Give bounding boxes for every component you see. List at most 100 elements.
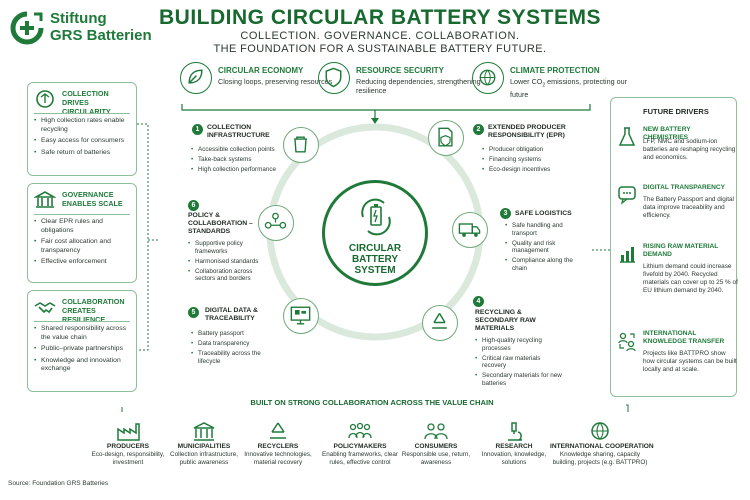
logo-text: Stiftung GRS Batterien [50,10,152,44]
stakeholder-desc: Responsible use, return, awareness [401,451,471,466]
box-title: GOVERNANCE ENABLES SCALE [62,190,123,208]
document-shield-icon [428,120,464,156]
list-item: Easy access for consumers [34,137,134,146]
battery-cycle-icon [361,198,391,236]
list-item: Quality and risk management [505,240,577,255]
divider [34,321,130,322]
box-collaboration: COLLABORATION CREATES RESILIENCE Shared … [27,290,137,392]
driver-item: INTERNATIONAL KNOWLEDGE TRANSFER Project… [617,330,737,390]
list-item: Knowledge and innovation exchange [34,357,134,374]
step-list: Supportive policy frameworks Harmonised … [188,240,266,285]
step-list: Safe handling and transport Quality and … [505,222,577,275]
bottom-title: BUILT ON STRONG COLLABORATION ACROSS THE… [118,398,626,407]
list-item: Traceability across the lifecycle [191,350,281,365]
microscope-icon [508,422,522,441]
driver-text: LFP, NMC and sodium-ion batteries are re… [643,138,736,161]
box-list: High collection rates enable recycling E… [34,117,134,160]
handshake-icon [34,302,56,314]
pillar-text: Closing loops, preserving resources [218,77,333,86]
stakeholder-consumers: CONSUMERS Responsible use, return, aware… [396,420,476,467]
stakeholder-producers: PRODUCERS Eco-design, responsibility, in… [88,420,168,467]
subtitle-line2: THE FOUNDATION FOR A SUSTAINABLE BATTERY… [213,43,547,55]
recycle-icon [36,90,54,108]
shield-icon [318,62,350,94]
list-item: Battery passport [191,330,281,338]
pillar-text: Lower CO2 emissions, protecting our futu… [510,77,635,99]
box-list: Shared responsibility across the value c… [34,325,134,377]
step-list: Producer obligation Financing systems Ec… [482,146,572,176]
box-list: Clear EPR rules and obligations Fair cos… [34,218,134,270]
pillar-circular-economy: CIRCULAR ECONOMY Closing loops, preservi… [180,62,340,100]
list-item: High collection performance [191,166,281,174]
stakeholder-desc: Collection infrastructure, public awaren… [170,451,238,466]
list-item: Fair cost allocation and transparency [34,238,134,255]
step-number: 2 [473,124,484,135]
stakeholder-name: RECYCLERS [257,443,299,450]
list-item: Safe handling and transport [505,222,577,237]
list-item: Supportive policy frameworks [188,240,266,255]
pillar-climate-protection: CLIMATE PROTECTION Lower CO2 emissions, … [472,62,632,100]
stakeholder-name: PRODUCERS [106,443,150,450]
stakeholder-desc: Innovative technologies, material recove… [244,451,312,466]
stakeholder-municipalities: MUNICIPALITIES Collection infrastructure… [164,420,244,467]
stakeholder-desc: Innovation, knowledge, solutions [481,451,547,466]
stakeholder-recyclers: RECYCLERS Innovative technologies, mater… [238,420,318,467]
driver-item: RISING RAW MATERIAL DEMAND Lithium deman… [617,243,738,323]
subtitle-line1: COLLECTION. GOVERNANCE. COLLABORATION. [240,30,520,42]
leaf-icon [180,62,212,94]
stakeholder-name: INTERNATIONAL COOPERATION [550,443,654,450]
truck-icon [452,212,488,248]
box-title: COLLABORATION CREATES RESILIENCE [62,297,125,324]
bar-chart-icon [620,247,635,263]
pillar-text-pre: Lower CO [510,77,543,86]
step-title: COLLECTION INFRASTRUCTURE [207,124,270,140]
pillar-resource-security: RESOURCE SECURITY Reducing dependencies,… [318,62,481,100]
list-item: Effective enforcement [34,258,134,267]
pillar-text: Reducing dependencies, strengthening res… [356,77,481,95]
stakeholder-name: MUNICIPALITIES [177,443,231,450]
stakeholder-research: RESEARCH Innovation, knowledge, solution… [474,420,554,467]
step-number: 3 [500,208,511,219]
pillar-title: CIRCULAR ECONOMY [218,66,304,75]
globe-icon [472,62,504,94]
recycle-icon [270,422,286,439]
list-item: Data transparency [191,340,281,348]
monitor-qr-icon [283,298,319,334]
driver-text: Lithium demand could increase fivefold b… [643,263,738,294]
list-item: Critical raw materials recovery [475,355,565,370]
globe-icon [591,422,609,440]
driver-item: DIGITAL TRANSPARENCY The Battery Passpor… [617,184,735,244]
chat-data-icon [618,186,636,205]
list-item: Safe return of batteries [34,149,134,158]
list-item: High collection rates enable recycling [34,117,134,134]
step-list: Battery passport Data transparency Trace… [191,330,281,368]
list-item: Collaboration across sectors and borders [188,268,266,283]
center-circle: CIRCULAR BATTERY SYSTEM [322,180,428,286]
step-title: RECYCLING & SECONDARY RAW MATERIALS [475,309,536,333]
people-exchange-icon [618,332,636,352]
bin-icon [283,127,319,163]
driver-title: RISING RAW MATERIAL DEMAND [643,243,719,258]
group-icon [348,422,372,439]
government-icon [34,191,56,208]
driver-text: Projects like BATTPRO show how circular … [643,350,737,373]
bottom-title-bar: BUILT ON STRONG COLLABORATION ACROSS THE… [118,398,626,412]
panel-title: FUTURE DRIVERS [643,107,709,116]
center-line1: CIRCULAR [348,243,402,254]
driver-title: NEW BATTERY CHEMISTRIES [643,126,691,141]
factory-icon [117,423,140,441]
step-list: Accessible collection points Take-back s… [191,146,281,176]
list-item: Producer obligation [482,146,572,154]
box-title: COLLECTION DRIVES CIRCULARITY [62,89,111,116]
stakeholder-policymakers: POLICYMAKERS Enabling frameworks, clear … [318,420,402,467]
stakeholder-international: INTERNATIONAL COOPERATION Knowledge shar… [550,420,654,467]
logo-mark-icon [10,11,44,45]
list-item: Secondary materials for new batteries [475,372,565,387]
logo: Stiftung GRS Batterien [8,8,168,48]
step-list: High-quality recycling processes Critica… [475,337,565,390]
center-line2: BATTERY [351,254,399,265]
list-item: Compliance along the chain [505,257,577,272]
center-label: CIRCULAR BATTERY SYSTEM [325,243,425,276]
list-item: Accessible collection points [191,146,281,154]
driver-title: DIGITAL TRANSPARENCY [643,184,726,191]
